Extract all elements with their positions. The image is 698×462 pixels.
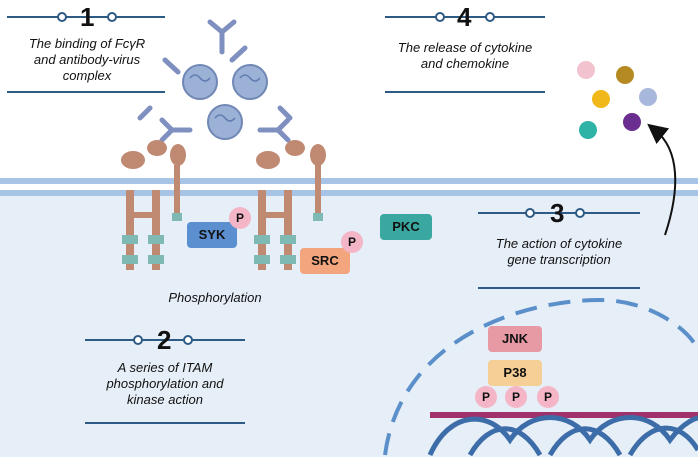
antibody-virus-complex — [137, 19, 293, 143]
cytokine-dot — [579, 121, 597, 139]
step-4-text: The release of cytokine and chemokine — [385, 40, 545, 72]
jnk-label: JNK — [501, 331, 528, 346]
syk-p-label: P — [235, 211, 244, 225]
jnk-kinase — [488, 326, 542, 352]
fcgr-receptor-right — [254, 140, 326, 270]
step-1-line-3: complex — [62, 68, 112, 83]
cytokine-dot — [623, 113, 641, 131]
src-phospho — [341, 231, 363, 253]
step-2-number: 2 — [157, 325, 172, 355]
step-3-text: The action of cytokine gene transcriptio… — [478, 236, 640, 268]
p38-kinase — [488, 360, 542, 386]
antibody-icon — [137, 19, 293, 143]
cell-membrane-inner — [0, 190, 698, 196]
step-1-line-2: and antibody-virus — [33, 52, 141, 67]
src-p-label: P — [347, 235, 356, 249]
pkc-kinase — [380, 214, 432, 240]
virus-icon — [182, 64, 268, 140]
dna-strand-blue-2 — [467, 425, 698, 457]
step-1-frame — [7, 12, 165, 93]
fcgr-receptor-left — [121, 140, 186, 270]
cytokine-dot — [577, 61, 595, 79]
step-3-line-1: The action of cytokine — [495, 236, 623, 251]
step-2-text: A series of ITAM phosphorylation and kin… — [85, 360, 245, 408]
dna-strand-blue — [427, 415, 698, 457]
cytokine-dot — [592, 90, 610, 108]
cytokine-dots — [577, 61, 657, 139]
p38-phospho-3 — [537, 386, 559, 408]
step-3-number: 3 — [550, 198, 565, 228]
syk-kinase — [187, 222, 237, 248]
p38-phospho-2 — [505, 386, 527, 408]
src-kinase — [300, 248, 350, 274]
step-1-number: 1 — [80, 2, 95, 32]
step-4-frame — [385, 12, 545, 93]
src-label: SRC — [311, 253, 339, 268]
cytokine-dot — [639, 88, 657, 106]
syk-label: SYK — [198, 227, 226, 242]
step-4-line-1: The release of cytokine — [397, 40, 533, 55]
step-2-line-2: phosphorylation and — [106, 376, 224, 391]
syk-phospho — [229, 207, 251, 229]
p38-p-label-2: P — [511, 390, 520, 404]
phosphorylation-label: Phosphorylation — [168, 290, 262, 305]
p38-label: P38 — [503, 365, 527, 380]
cytokine-dot — [616, 66, 634, 84]
step-1-text: The binding of FcγR and antibody-virus c… — [8, 36, 166, 84]
step-4-line-2: and chemokine — [420, 56, 510, 71]
step-2-line-3: kinase action — [127, 392, 203, 407]
p38-phospho-1 — [475, 386, 497, 408]
step-3-frame — [478, 208, 640, 289]
step-3-line-2: gene transcription — [507, 252, 611, 267]
release-arrow — [647, 123, 677, 236]
p38-p-label-3: P — [543, 390, 552, 404]
nucleus-boundary — [383, 297, 698, 456]
cell-membrane — [0, 178, 698, 184]
pkc-label: PKC — [392, 219, 420, 234]
p38-p-label-1: P — [481, 390, 490, 404]
step-1-line-1: The binding of FcγR — [28, 36, 146, 51]
step-2-line-1: A series of ITAM — [117, 360, 213, 375]
step-2-frame — [85, 335, 245, 424]
step-4-number: 4 — [457, 2, 472, 32]
